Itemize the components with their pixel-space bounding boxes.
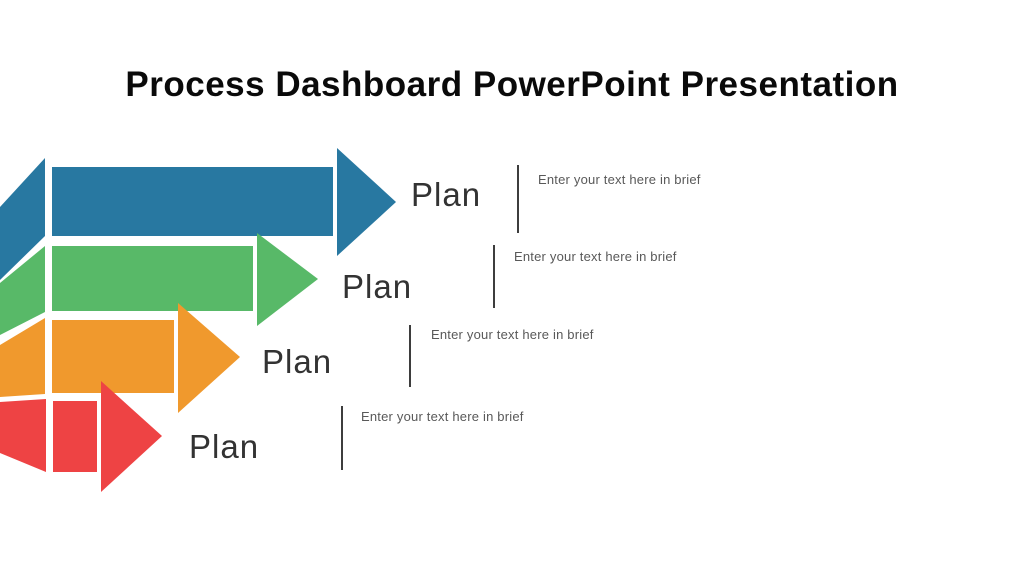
step-label-1[interactable]: Plan [411,176,482,213]
step-label-3[interactable]: Plan [262,343,333,380]
arrow-head [178,303,240,413]
divider-line-2 [493,245,495,308]
arrow-tail [0,246,45,335]
divider-line-1 [517,165,519,233]
text-placeholder-3[interactable]: Enter your text here in brief [431,327,594,342]
arrow-head [337,148,396,256]
arrow-step-2 [0,233,318,335]
arrow-tail [0,158,45,280]
arrow-step-4 [0,381,162,492]
divider-line-4 [341,406,343,470]
text-placeholder-1[interactable]: Enter your text here in brief [538,172,701,187]
step-label-4[interactable]: Plan [189,428,260,465]
divider-line-3 [409,325,411,387]
arrow-body [52,246,253,311]
arrow-head [257,233,318,326]
text-placeholder-4[interactable]: Enter your text here in brief [361,409,524,424]
arrow-body [52,320,174,393]
arrow-head [101,381,162,492]
arrow-step-1 [0,148,396,280]
step-label-2[interactable]: Plan [342,268,413,305]
arrow-body [52,167,333,236]
slide-title: Process Dashboard PowerPoint Presentatio… [125,65,899,104]
arrow-tail [0,399,46,472]
arrow-tail [0,318,45,397]
text-placeholder-2[interactable]: Enter your text here in brief [514,249,677,264]
arrow-step-3 [0,303,240,413]
arrow-body [53,401,97,472]
